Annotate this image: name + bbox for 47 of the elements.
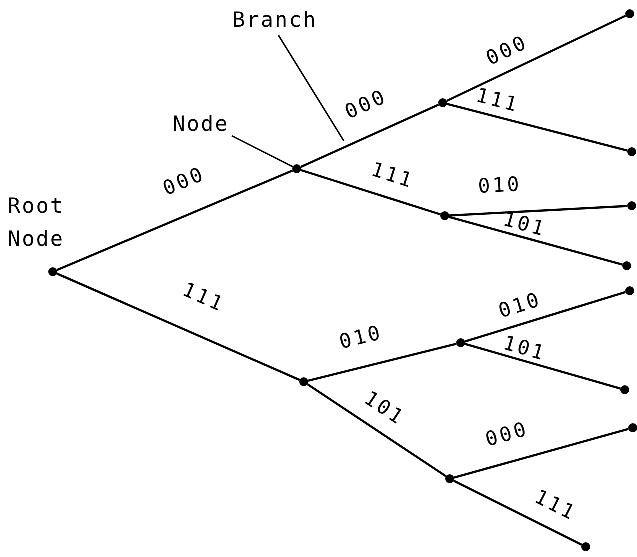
edge-label: 111 [532, 486, 580, 524]
node-dot [300, 378, 308, 386]
branch-line [465, 343, 621, 390]
edge-label: 010 [496, 289, 544, 322]
callout-label: Branch [230, 8, 320, 32]
edge-label: 000 [484, 418, 532, 450]
edge-label: 000 [342, 86, 390, 122]
edge-label: 101 [360, 388, 408, 428]
branch-line [449, 216, 623, 266]
node-dot [456, 338, 466, 348]
node-dot [48, 268, 58, 276]
branch-line [308, 343, 457, 382]
node-dot [438, 98, 448, 108]
branch-line [454, 428, 629, 479]
node-dot [626, 10, 634, 18]
node-dot [446, 474, 454, 484]
branch-line [449, 205, 628, 217]
branch-line [307, 384, 447, 478]
edge-label: 000 [483, 32, 532, 69]
node-dot [628, 148, 636, 156]
branch-line [300, 169, 442, 216]
branch-line [454, 480, 582, 546]
edge-label: 010 [338, 322, 385, 352]
node-dot [628, 202, 636, 210]
edge-label: 101 [501, 209, 549, 240]
branch-line [447, 103, 628, 152]
leader-line [278, 34, 345, 142]
node-dot [628, 424, 637, 432]
callout-label: Node [170, 112, 232, 136]
edge-label: 111 [474, 84, 522, 115]
branch-line [56, 272, 300, 382]
node-dot [440, 212, 450, 220]
edge-label: 101 [502, 332, 549, 364]
branch-line [300, 104, 440, 168]
branch-line [446, 14, 626, 102]
node-caption: Root Node [8, 193, 66, 253]
leader-line [232, 135, 294, 168]
node-dot [620, 386, 630, 394]
node-dot [582, 542, 590, 552]
edge-label: 111 [180, 278, 228, 314]
node-dot [292, 164, 302, 174]
branch-line [56, 170, 294, 272]
edge-label: 000 [160, 163, 208, 198]
node-dot [626, 286, 634, 296]
edge-label: 111 [368, 159, 417, 192]
edge-label: 010 [477, 174, 522, 196]
node-dot [622, 262, 632, 270]
